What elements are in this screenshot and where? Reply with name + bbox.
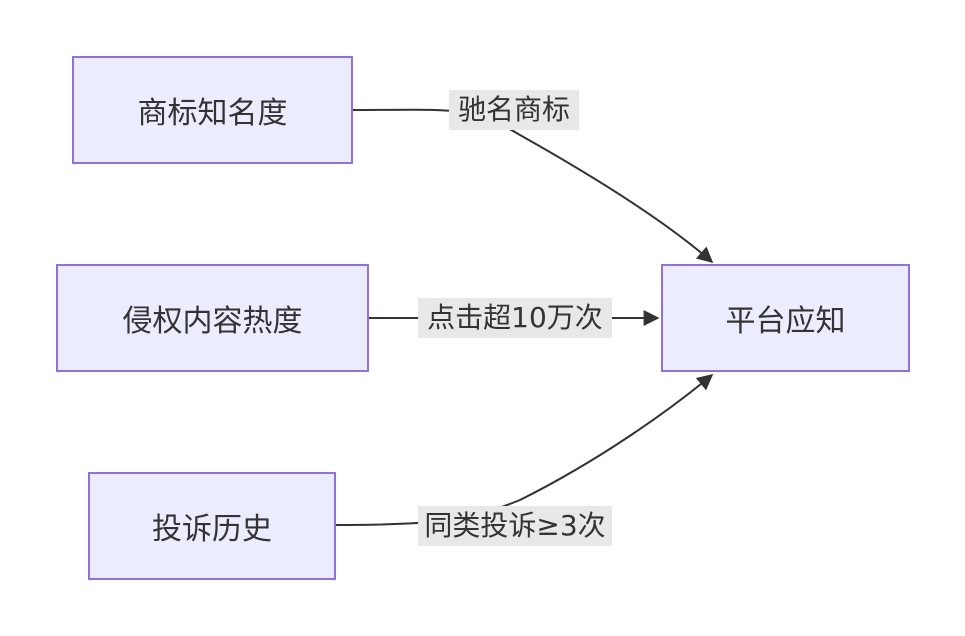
node-platform-awareness: 平台应知 — [661, 264, 910, 372]
edge-label-clicks-over-text: 点击超10万次 — [427, 301, 603, 334]
edge-label-clicks-over: 点击超10万次 — [418, 298, 612, 338]
node-complaint-history: 投诉历史 — [88, 472, 336, 580]
node-infringement-heat: 侵权内容热度 — [56, 264, 369, 372]
node-brand-fame-label: 商标知名度 — [137, 96, 288, 131]
node-infringement-heat-label: 侵权内容热度 — [122, 304, 303, 339]
edge-label-well-known-mark: 驰名商标 — [449, 90, 579, 130]
node-brand-fame: 商标知名度 — [72, 56, 353, 164]
node-complaint-history-label: 投诉历史 — [152, 512, 272, 547]
edge-label-well-known-mark-text: 驰名商标 — [457, 93, 570, 126]
edge-history-to-platform — [335, 373, 714, 526]
edge-label-similar-complaints-text: 同类投诉≥3次 — [424, 509, 606, 542]
edge-label-similar-complaints: 同类投诉≥3次 — [418, 506, 612, 546]
node-platform-awareness-label: 平台应知 — [725, 304, 846, 339]
edge-brand-fame-to-platform — [351, 108, 714, 264]
